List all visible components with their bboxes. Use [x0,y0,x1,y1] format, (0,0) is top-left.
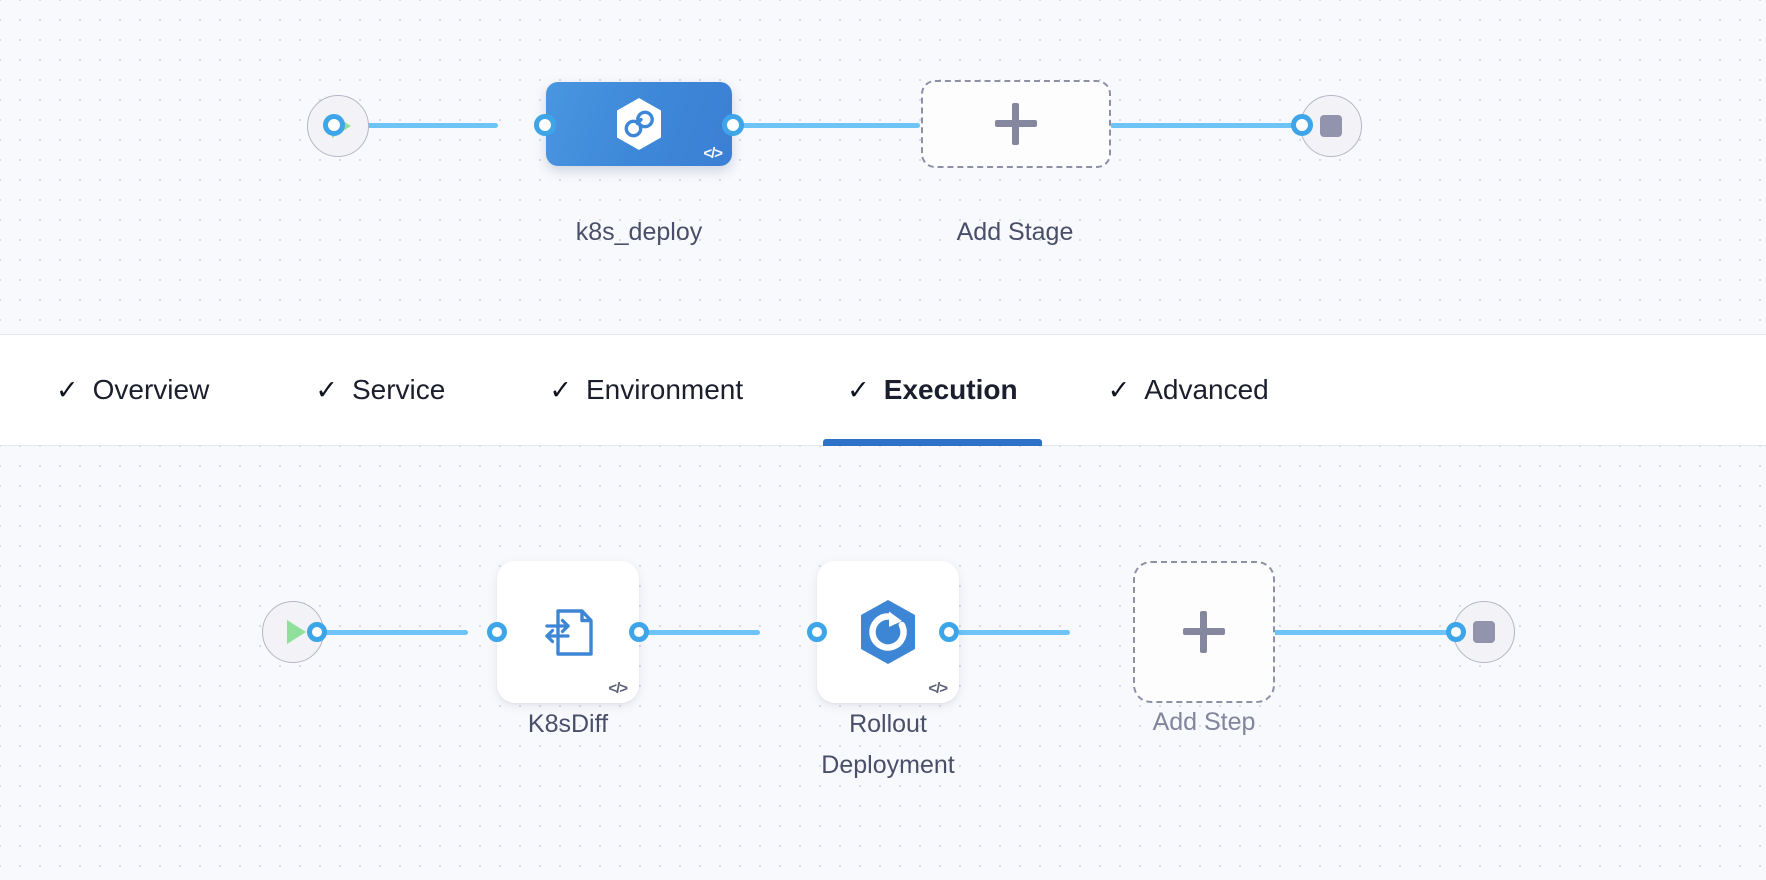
port-start-out[interactable] [323,114,345,136]
check-icon: ✓ [315,374,338,405]
plus-icon [1183,611,1225,653]
rollout-hexagon-refresh-icon [861,600,915,664]
stage-config-tabbar[interactable]: ✓ Overview ✓ Service ✓ Environment ✓ Exe… [0,334,1766,446]
edge-exec-start-to-k8sdiff [288,630,468,635]
port-k8sdiff-out[interactable] [629,622,649,642]
play-start-icon [286,620,306,644]
tab-execution-label: Execution [883,374,1018,405]
execution-canvas[interactable]: </> K8sDiff </> Rollout Deployment Add S… [0,446,1766,880]
add-step-button[interactable] [1133,561,1275,703]
step-label-k8sdiff: K8sDiff [527,710,609,738]
add-stage-label: Add Stage [956,218,1074,246]
tab-environment[interactable]: ✓ Environment [525,335,767,445]
tab-service-label: Service [351,374,446,405]
step-node-rollout-deployment[interactable]: </> [817,561,959,703]
check-icon: ✓ [1107,374,1131,405]
port-rollout-out[interactable] [939,622,959,642]
stage-code-badge[interactable]: </> [703,145,723,162]
tab-service[interactable]: ✓ Service [291,335,469,445]
step-node-k8sdiff[interactable]: </> [497,561,639,703]
check-icon: ✓ [549,374,572,405]
port-k8sdiff-in[interactable] [487,622,507,642]
add-stage-button[interactable] [921,80,1111,168]
step-code-badge[interactable]: </> [608,680,628,697]
tab-advanced[interactable]: ✓ Advanced [1084,335,1293,445]
port-stage-in[interactable] [534,114,556,136]
step-label-rollout-deployment: Rollout Deployment [821,710,955,779]
edge-rollout-to-addstep [940,630,1070,635]
check-icon: ✓ [847,374,870,405]
port-exec-end-in[interactable] [1446,622,1466,642]
edge-k8sdiff-to-rollout [630,630,760,635]
stop-end-icon [1320,115,1342,137]
tab-overview[interactable]: ✓ Overview [32,335,233,445]
stage-label-k8s-deploy: k8s_deploy [575,218,703,246]
tab-overview-label: Overview [92,374,210,405]
edge-addstep-to-exec-end [1260,630,1450,635]
stage-canvas[interactable]: </> k8s_deploy Add Stage [0,0,1766,334]
document-diff-arrows-icon [545,609,593,656]
edge-addstage-to-end [1110,123,1300,128]
edge-stage-to-addstage [740,123,920,128]
plus-icon [995,103,1037,145]
port-exec-start-out[interactable] [307,622,327,642]
stop-end-icon [1473,621,1495,643]
check-icon: ✓ [56,374,79,405]
edge-start-to-stage [330,123,498,128]
pipeline-end-node[interactable] [1300,95,1362,157]
tab-execution[interactable]: ✓ Execution [823,335,1043,446]
port-stage-out[interactable] [722,114,744,136]
step-code-badge[interactable]: </> [928,680,948,697]
stage-node-k8s-deploy[interactable]: </> [546,82,732,166]
port-rollout-in[interactable] [807,622,827,642]
add-step-label: Add Step [1152,708,1256,736]
port-end-in[interactable] [1291,114,1313,136]
tab-environment-label: Environment [585,374,744,405]
harness-cd-hexagon-icon [617,98,661,150]
tab-advanced-label: Advanced [1144,374,1269,405]
